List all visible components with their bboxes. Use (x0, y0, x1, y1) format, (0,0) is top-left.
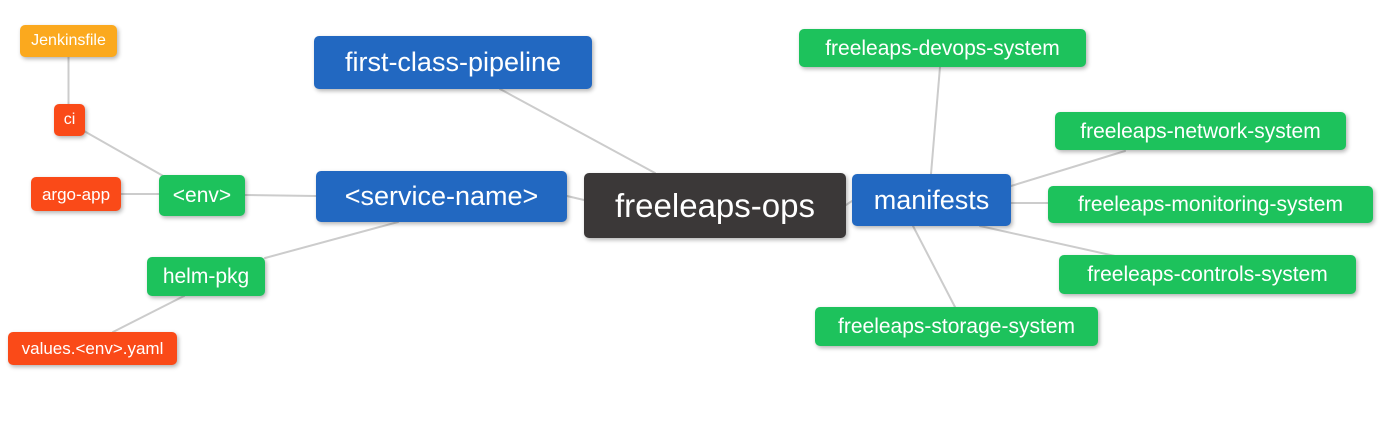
node-first-class-pipeline[interactable]: first-class-pipeline (314, 36, 592, 89)
edge-manifests-controls (979, 225, 1116, 257)
node-service-name[interactable]: <service-name> (316, 171, 567, 222)
node-helm-pkg[interactable]: helm-pkg (147, 257, 265, 296)
node-storage-system[interactable]: freeleaps-storage-system (815, 307, 1098, 346)
node-ci[interactable]: ci (54, 104, 85, 136)
edge-env-service-name (244, 194, 317, 197)
node-jenkinsfile[interactable]: Jenkinsfile (20, 25, 117, 57)
node-controls-system[interactable]: freeleaps-controls-system (1059, 255, 1356, 294)
edge-pipeline-ops (499, 88, 656, 174)
node-argo-app[interactable]: argo-app (31, 177, 121, 211)
edge-manifests-network (1010, 150, 1126, 187)
edge-ops-manifests (845, 200, 853, 206)
node-monitoring-system[interactable]: freeleaps-monitoring-system (1048, 186, 1373, 223)
node-values-env-yaml[interactable]: values.<env>.yaml (8, 332, 177, 365)
edge-manifests-devops (930, 66, 941, 175)
node-devops-system[interactable]: freeleaps-devops-system (799, 29, 1086, 67)
edge-service-name-helm-pkg (264, 221, 399, 259)
edge-service-name-ops (566, 195, 585, 201)
edge-ci-env (83, 130, 166, 178)
node-env[interactable]: <env> (159, 175, 245, 216)
node-freeleaps-ops[interactable]: freeleaps-ops (584, 173, 846, 238)
edge-manifests-storage (912, 225, 956, 308)
edge-helm-pkg-values (112, 295, 185, 333)
node-manifests[interactable]: manifests (852, 174, 1011, 226)
node-network-system[interactable]: freeleaps-network-system (1055, 112, 1346, 150)
